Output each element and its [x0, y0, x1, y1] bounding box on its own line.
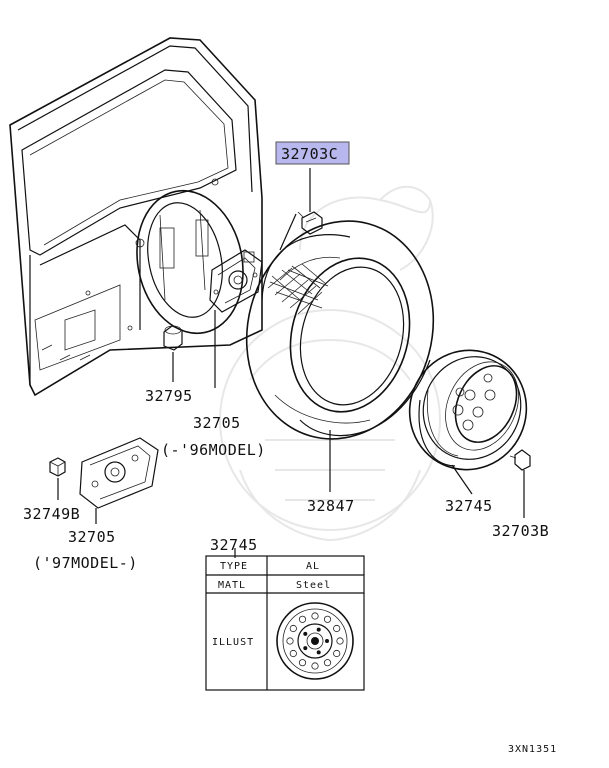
part-label-32705-upper[interactable]: 32705 [193, 414, 241, 432]
model-note-lower: ('97MODEL-) [33, 554, 138, 572]
spec-value-matl: Steel [296, 580, 331, 591]
tire [245, 220, 435, 440]
wheel-vent-hole [323, 615, 332, 623]
part-label-32847[interactable]: 32847 [307, 497, 355, 515]
wheel-vent-hole [298, 615, 307, 623]
model-note-upper: (-'96MODEL) [161, 441, 266, 459]
wheel-vent-hole [333, 624, 341, 633]
part-label-32745[interactable]: 32745 [445, 497, 493, 515]
wheel-lug-hole [303, 646, 308, 651]
wheel-vent-hole [289, 649, 297, 658]
wheel-vent-hole [336, 637, 344, 645]
wheel-holes [286, 612, 344, 670]
diagram-code: 3XN1351 [508, 744, 557, 755]
wheel-lug-hole [316, 650, 321, 655]
spec-table-part-number[interactable]: 32745 [210, 536, 258, 554]
upper-bracket [209, 249, 263, 313]
spec-key-illust: ILLUST [212, 637, 254, 648]
nut-part [49, 457, 66, 477]
highlight-box [275, 141, 350, 165]
spec-key-matl: MATL [218, 580, 246, 591]
part-label-32703c[interactable]: 32703C [275, 141, 350, 165]
wheel-lug-hole [316, 627, 321, 632]
right-bolt [509, 449, 531, 471]
part-label-32703b[interactable]: 32703B [492, 522, 549, 540]
lower-bracket [79, 437, 159, 509]
spec-value-type: AL [306, 561, 320, 572]
wheel-vent-hole [289, 624, 297, 633]
tire-tread [267, 263, 329, 315]
part-label-32795[interactable]: 32795 [145, 387, 193, 405]
tailgate [9, 37, 263, 397]
wheel-vent-hole [286, 637, 294, 645]
wheel-lug-hole [303, 631, 308, 636]
spec-key-type: TYPE [220, 561, 248, 572]
part-number-text: 32703C [281, 145, 338, 163]
leader-lines [57, 168, 525, 558]
wheel [408, 349, 528, 471]
wheel-lug-hole [325, 639, 329, 643]
bumper-part [163, 325, 183, 351]
top-bolt [297, 211, 323, 235]
wheel-vent-hole [311, 662, 319, 670]
wheel-vent-hole [333, 649, 341, 658]
wheel-vent-hole [311, 612, 319, 620]
part-label-32705-lower[interactable]: 32705 [68, 528, 116, 546]
watermark-emblem [219, 185, 441, 542]
part-label-32749b[interactable]: 32749B [23, 505, 80, 523]
wheel-vent-hole [323, 659, 332, 667]
wheel-vent-hole [298, 659, 307, 667]
spec-table: 32745 TYPE AL MATL Steel ILLUST [205, 536, 365, 691]
steel-wheel-illustration [276, 602, 354, 680]
